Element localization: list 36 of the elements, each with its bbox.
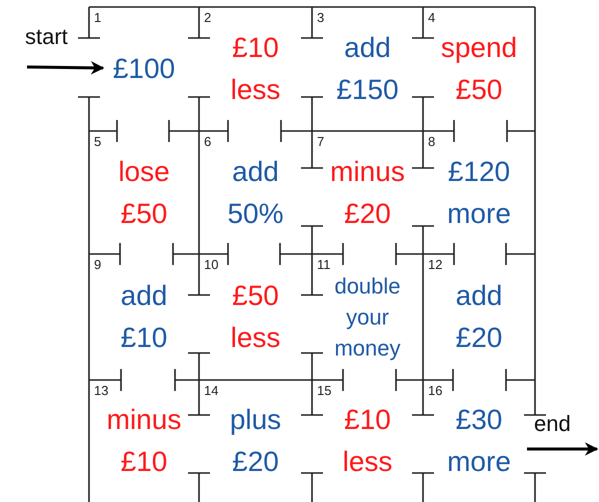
money-instruction: £50 less	[230, 279, 282, 355]
cell-number: 6	[204, 134, 212, 149]
cell-number: 13	[94, 383, 108, 398]
money-instruction: lose £50	[117, 154, 171, 230]
money-instruction: double your money	[333, 272, 402, 362]
cell-number: 16	[428, 383, 442, 398]
money-instruction: £10 less	[342, 403, 394, 479]
money-instruction: minus £20	[329, 154, 406, 230]
money-instruction: £120 more	[446, 154, 512, 230]
cell-number: 5	[94, 134, 102, 149]
cell-number: 15	[317, 383, 332, 398]
cell-number: 12	[428, 257, 442, 272]
money-instruction: add £20	[454, 279, 504, 355]
cell-number: 3	[317, 10, 324, 25]
cell-number: 4	[428, 10, 436, 25]
money-instruction: spend £50	[440, 31, 518, 107]
cell-number: 11	[317, 257, 330, 272]
cell-number: 10	[204, 257, 218, 272]
money-instruction: minus £10	[106, 403, 182, 479]
cell-number: 2	[204, 10, 212, 25]
arrow	[527, 442, 598, 456]
cell-number: 7	[317, 134, 324, 149]
money-instruction: plus £20	[228, 403, 282, 479]
money-instruction: £30 more	[446, 403, 512, 479]
maze-label: start	[25, 24, 68, 68]
money-instruction: add £10	[120, 279, 168, 355]
maze-label: end	[534, 411, 571, 437]
arrow	[26, 61, 104, 75]
money-instruction: add 50%	[226, 154, 285, 230]
cell-number: 8	[428, 134, 436, 149]
money-instruction: £10 less	[230, 31, 282, 107]
cell-number: 14	[204, 383, 218, 398]
cell-number: 9	[94, 257, 102, 272]
money-instruction: £100	[112, 52, 176, 86]
cell-number: 1	[94, 10, 102, 25]
money-instruction: add £150	[335, 31, 400, 107]
